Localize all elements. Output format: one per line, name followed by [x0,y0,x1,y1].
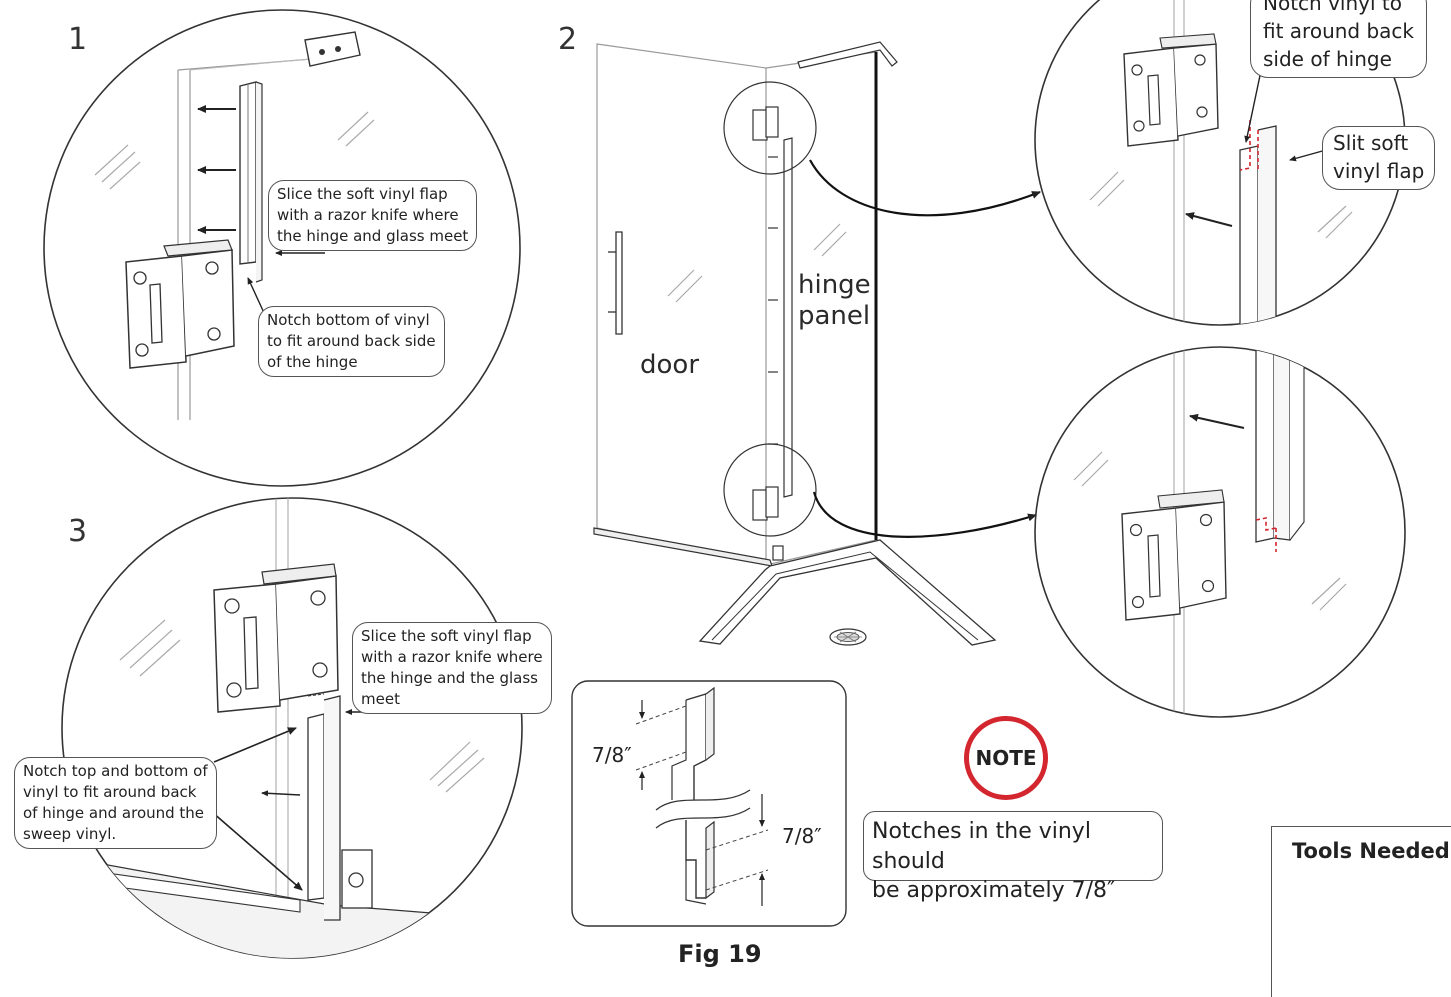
step-number-1: 1 [68,22,88,57]
dimension-top: 7/8″ [592,743,632,767]
step3-notch-callout: Notch top and bottom of vinyl to fit aro… [14,757,217,849]
step3-detail [61,497,523,959]
tools-needed-panel: Tools Needed [1271,826,1451,997]
door-handle-icon [608,231,623,335]
vinyl-strip [239,81,263,283]
tools-title: Tools Needed [1292,839,1450,863]
step1-notch-callout: Notch bottom of vinyl to fit around back… [258,306,445,377]
detail-bottom-hinge-icon [1121,489,1227,621]
note-badge: NOTE [964,716,1048,800]
step2-detail-bottom [1034,346,1406,718]
step3-hinge-icon [213,563,339,713]
bottom-clip-icon [341,849,373,909]
step-number-3: 3 [68,514,88,549]
drain-icon [829,628,867,646]
detail-notch-callout: Notch vinyl to fit around back side of h… [1250,0,1428,78]
step2-shower-assembly [593,41,1041,646]
detail-top-hinge-icon [1123,33,1219,147]
step3-slice-callout: Slice the soft vinyl flap with a razor k… [352,622,552,714]
lower-hinge-icon [752,486,779,521]
dimension-bottom: 7/8″ [782,824,822,848]
hinge-panel-label: hinge panel [798,270,871,331]
step2-detail-top [1034,0,1406,326]
step-number-2: 2 [558,22,578,57]
note-text: Notches in the vinyl should be approxima… [863,811,1163,903]
top-clamp-icon [304,31,361,67]
figure-caption: Fig 19 [678,940,762,968]
detail-slit-callout: Slit soft vinyl flap [1322,126,1436,190]
door-label: door [640,350,700,380]
step1-slice-callout: Slice the soft vinyl flap with a razor k… [268,180,478,251]
shower-base [698,539,997,646]
fig19-notch-dimension [571,680,847,927]
hinge-icon [125,239,235,369]
upper-hinge-icon [752,106,779,141]
